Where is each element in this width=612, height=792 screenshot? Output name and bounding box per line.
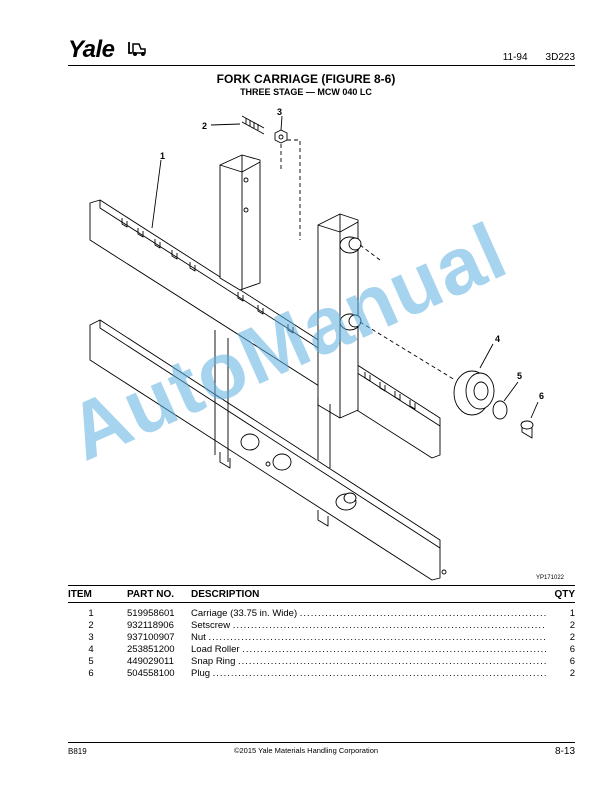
callout-2: 2 <box>202 121 207 131</box>
item-number: 3 <box>88 632 94 643</box>
part-description: Setscrew ...............................… <box>191 620 546 631</box>
table-rule-top <box>68 585 575 586</box>
page-subtitle: THREE STAGE — MCW 040 LC <box>240 87 372 97</box>
page-number: 8-13 <box>554 746 575 757</box>
table-rule-bottom <box>68 602 575 603</box>
header-item: ITEM <box>68 589 92 600</box>
table-row: 6 504558100 Plug .........................… <box>68 668 575 680</box>
left-vertical-plate <box>219 154 261 291</box>
part-number: 504558100 <box>127 668 175 679</box>
item-number: 5 <box>88 656 94 667</box>
part-number: 253851200 <box>127 644 175 655</box>
table-row: 2 932118906 Setscrew .....................… <box>68 620 575 632</box>
quantity: 6 <box>569 644 575 655</box>
item-number: 2 <box>88 620 94 631</box>
table-row: 1 519958601 Carriage (33.75 in. Wide) ....… <box>68 608 575 620</box>
lower-bar <box>89 319 441 581</box>
document-code: 11-94 3D223 <box>503 52 575 63</box>
part-number: 932118906 <box>127 620 174 631</box>
upper-bar <box>89 199 441 459</box>
header-part-no: PART NO. <box>127 589 175 600</box>
footer-copyright: ©2015 Yale Materials Handling Corporatio… <box>233 746 379 755</box>
fork-carriage-diagram: 1 2 3 4 5 6 <box>89 107 544 581</box>
callout-4: 4 <box>495 334 500 344</box>
item-number: 1 <box>88 608 94 619</box>
item-number: 6 <box>88 668 94 679</box>
callout-1: 1 <box>160 151 165 161</box>
table-row: 4 253851200 Load Roller ..................… <box>68 644 575 656</box>
part-description: Load Roller ............................… <box>191 644 546 655</box>
table-row: 3 937100907 Nut ..........................… <box>68 632 575 644</box>
quantity: 2 <box>569 632 575 643</box>
snap-ring <box>492 400 508 420</box>
doc-number: 3D223 <box>545 52 575 63</box>
part-description: Carriage (33.75 in. Wide) ..............… <box>191 608 546 619</box>
footer-code: B819 <box>68 747 87 756</box>
date-code: 11-94 <box>502 52 528 63</box>
nut <box>274 129 288 144</box>
header-description: DESCRIPTION <box>191 589 260 600</box>
quantity: 6 <box>569 656 575 667</box>
quantity: 1 <box>569 608 575 619</box>
header-qty: QTY <box>554 589 575 600</box>
footer-rule <box>68 742 575 743</box>
forklift-icon <box>128 42 146 56</box>
part-number: 449029011 <box>127 656 174 667</box>
callout-3: 3 <box>277 107 282 117</box>
part-number: 519958601 <box>127 608 175 619</box>
part-number: 937100907 <box>127 632 175 643</box>
callout-5: 5 <box>517 371 522 381</box>
part-description: Snap Ring ..............................… <box>191 656 546 667</box>
yale-logo: Yale <box>68 36 115 63</box>
parts-list: 1 519958601 Carriage (33.75 in. Wide) ....… <box>68 608 575 680</box>
quantity: 2 <box>569 668 575 679</box>
part-description: Nut ....................................… <box>191 632 546 643</box>
callout-6: 6 <box>539 391 544 401</box>
setscrew <box>241 115 265 135</box>
page-title: FORK CARRIAGE (FIGURE 8-6) <box>216 72 396 86</box>
header-rule <box>68 65 575 66</box>
item-number: 4 <box>88 644 94 655</box>
figure-code: YP171022 <box>535 575 564 581</box>
part-description: Plug ...................................… <box>191 668 546 679</box>
quantity: 2 <box>569 620 575 631</box>
table-row: 5 449029011 Snap Ring ....................… <box>68 656 575 668</box>
